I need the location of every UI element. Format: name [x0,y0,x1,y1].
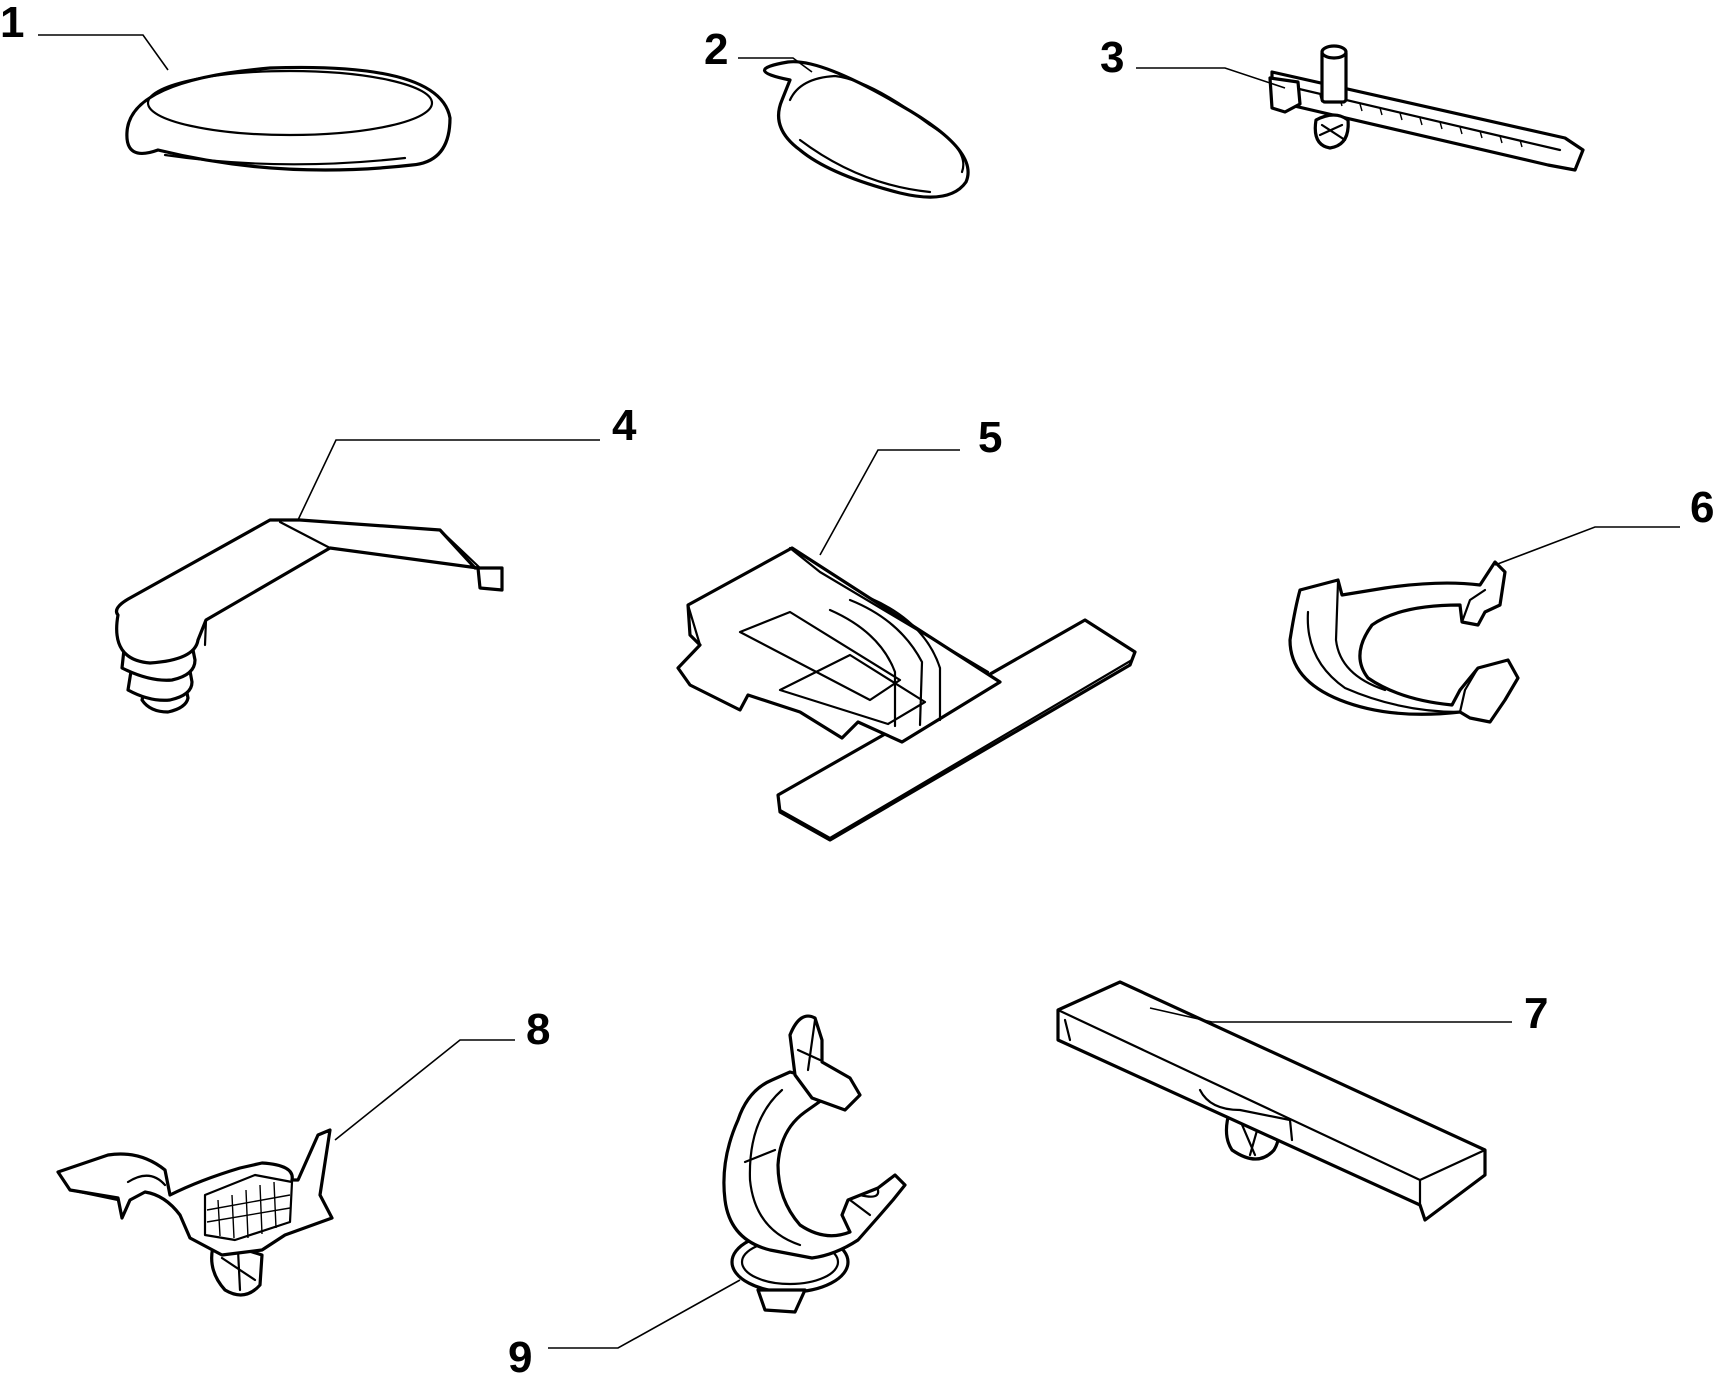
part-3-cable-tie [1268,44,1585,172]
part-8-grid-clip [56,1128,334,1297]
leader-8 [334,1039,515,1141]
callout-9: 9 [508,1333,532,1380]
leader-6 [1494,526,1680,566]
callout-4: 4 [612,401,637,450]
leader-3 [1136,67,1286,89]
leader-4 [297,439,600,521]
leader-9 [548,1279,741,1349]
callout-7: 7 [1524,989,1548,1038]
callout-1: 1 [0,0,24,47]
leader-7 [1149,1007,1512,1023]
part-4-l-clip [114,518,504,714]
part-2-small-grommet [763,60,970,199]
callout-6: 6 [1690,483,1714,532]
leader-1 [38,34,169,71]
callout-8: 8 [526,1005,550,1054]
callout-2: 2 [704,25,728,74]
part-9-ring-clip [722,1014,907,1314]
leader-2 [738,57,813,73]
leader-5 [819,449,960,556]
part-1-oval-grommet [125,65,452,172]
part-6-clamp-clip [1288,560,1520,724]
callout-5: 5 [978,413,1002,462]
part-5-retainer-clip [676,546,1137,842]
part-7-strip-clip [1056,980,1487,1222]
callout-3: 3 [1100,33,1124,82]
